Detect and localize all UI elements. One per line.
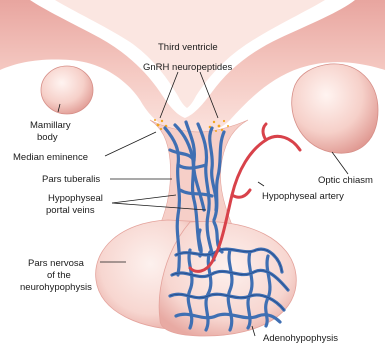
hypophyseal-artery-label: Hypophyseal artery xyxy=(262,191,344,202)
portal-veins-label: Hypophyseal xyxy=(48,193,103,204)
mamillary-label: Mamillary xyxy=(30,120,71,131)
portal-veins-label-2: portal veins xyxy=(46,205,95,216)
pars-nervosa-label-3: neurohypophysis xyxy=(20,282,92,293)
gnrh-label: GnRH neuropeptides xyxy=(143,62,232,73)
pars-tuberalis-label: Pars tuberalis xyxy=(42,174,100,185)
adenohypophysis-label: Adenohypophysis xyxy=(263,333,338,344)
pars-nervosa-label-2: of the xyxy=(47,270,71,281)
third-ventricle-label: Third ventricle xyxy=(158,42,218,53)
mamillary-body xyxy=(41,66,93,114)
mamillary-label-2: body xyxy=(37,132,58,143)
optic-chiasm-label: Optic chiasm xyxy=(318,175,373,186)
median-eminence-label: Median eminence xyxy=(13,152,88,163)
pars-nervosa-label: Pars nervosa xyxy=(28,258,85,269)
optic-chiasm xyxy=(292,64,378,153)
